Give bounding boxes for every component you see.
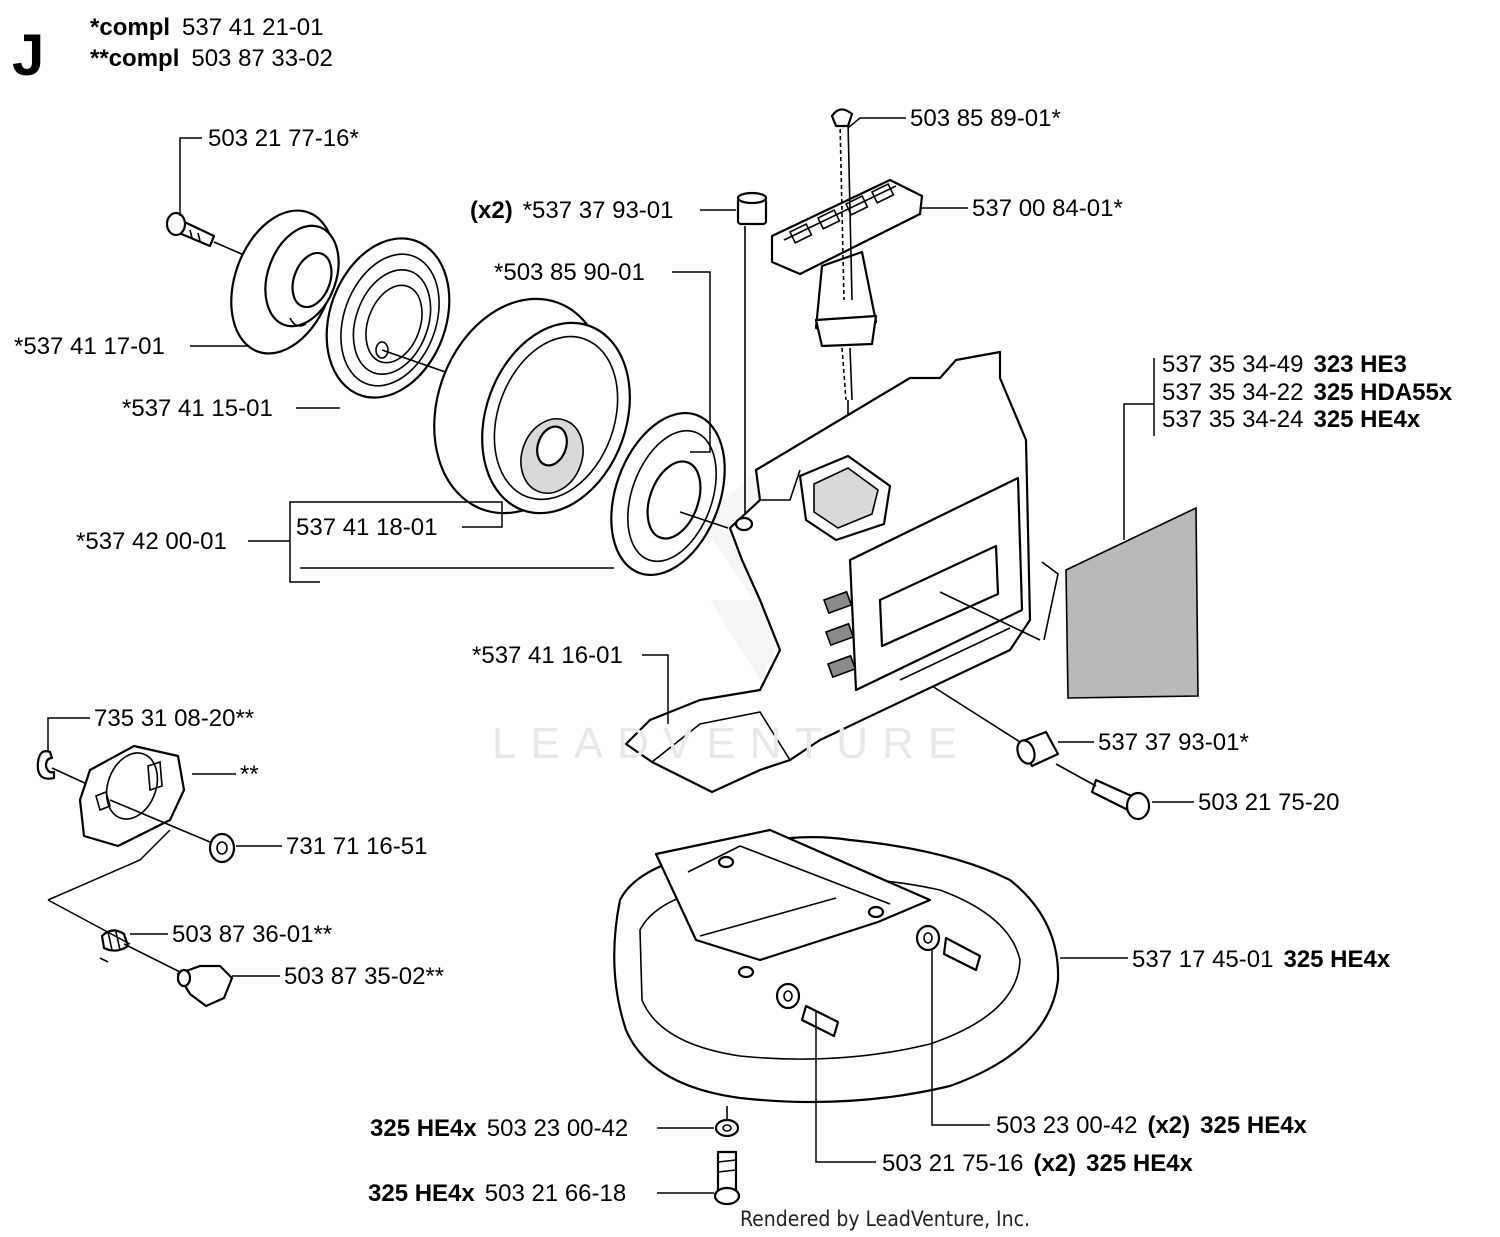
spacer-part [1016,730,1060,768]
washer-ring-part [610,411,726,577]
callout-503-87-35-02: 503 87 35-02** [284,963,444,990]
washer-right-part [915,924,982,972]
part-number: 503 21 66-18 [485,1180,626,1207]
washer-bottom-part [714,1118,740,1138]
part-number: 503 23 00-42 [487,1115,628,1142]
part-number: 537 35 34-49 [1162,351,1303,378]
pawl-part [176,964,234,1008]
callout-537-35-34-22: 537 35 34-22 325 HDA55x [1162,379,1453,406]
qty-prefix: (x2) [470,197,513,224]
compl-line-1: *compl 537 41 21-01 [90,14,323,41]
section-letter: J [12,23,44,88]
watermark-text: LEADVENTURE [492,719,971,768]
part-number: 503 21 75-16 [882,1150,1023,1177]
callout-503-23-00-42-bottom: 325 HE4x 503 23 00-42 [370,1115,628,1142]
callout-503-85-89-01: 503 85 89-01* [910,105,1061,132]
callout-503-23-00-42-right: 503 23 00-42 (x2) 325 HE4x [996,1112,1308,1139]
rendered-by-footer: Rendered by LeadVenture, Inc. [740,1207,1030,1231]
model-name: 325 HDA55x [1313,379,1452,406]
compl-1-prefix: *compl [90,14,170,41]
model-name: 325 HE4x [1200,1112,1307,1139]
callout-537-41-18-01: 537 41 18-01 [296,514,437,541]
callout-537-41-15-01: *537 41 15-01 [122,395,273,422]
callout-537-37-93-01: 537 37 93-01* [1098,729,1249,756]
bushing-part [736,191,768,226]
model-name: 323 HE3 [1313,351,1406,378]
callout-537-41-16-01: *537 41 16-01 [472,642,623,669]
qty-prefix: (x2) [1147,1112,1190,1139]
callout-double-star: ** [240,761,259,788]
starter-cord-part [830,108,854,401]
part-number: 537 35 34-22 [1162,379,1303,406]
compl-line-2: **compl 503 87 33-02 [90,45,333,72]
washer-left-part [775,982,840,1038]
callout-537-41-17-01: *537 41 17-01 [14,333,165,360]
model-name: 325 HE4x [1283,946,1390,973]
callout-735-31-08-20: 735 31 08-20** [94,705,254,732]
part-number: 537 17 45-01 [1132,946,1273,973]
compl-2-number: 503 87 33-02 [191,45,332,72]
part-number: *537 37 93-01 [523,197,674,224]
callout-503-21-75-20: 503 21 75-20 [1198,789,1339,816]
screw-right-part [1090,778,1151,821]
callout-731-71-16-51: 731 71 16-51 [286,833,427,860]
callout-537-35-34-24: 537 35 34-24 325 HE4x [1162,406,1421,433]
pulley-plate-part [230,209,340,355]
model-name: 325 HE4x [368,1180,475,1207]
rope-drum-part [433,297,631,515]
qty-prefix: (x2) [1033,1150,1076,1177]
model-name: 325 HE4x [370,1115,477,1142]
starter-handle-part [770,178,924,348]
callout-503-21-66-18: 325 HE4x 503 21 66-18 [368,1180,626,1207]
compl-2-prefix: **compl [90,45,179,72]
nut-part [208,832,236,864]
model-name: 325 HE4x [1313,406,1420,433]
screw-bottom-part [713,1150,741,1206]
callout-503-21-75-16: 503 21 75-16 (x2) 325 HE4x [882,1150,1194,1177]
callout-503-21-77-16: 503 21 77-16* [208,125,359,152]
callout-537-00-84-01: 537 00 84-01* [972,195,1123,222]
callout-503-87-36-01: 503 87 36-01** [172,921,332,948]
compl-1-number: 537 41 21-01 [182,14,323,41]
recoil-spring-part [325,237,451,399]
callout-503-85-90-01: *503 85 90-01 [494,259,645,286]
part-number: 537 35 34-24 [1162,406,1303,433]
part-number: 503 23 00-42 [996,1112,1137,1139]
label-sticker-part [1041,506,1199,699]
screw-part [165,211,216,248]
model-name: 325 HE4x [1086,1150,1193,1177]
callout-537-42-00-01: *537 42 00-01 [76,528,227,555]
starter-housing-part [624,350,1032,794]
circlip-part [36,750,56,780]
callout-537-35-34-49: 537 35 34-49 323 HE3 [1162,351,1407,378]
callout-537-37-93-01-x2: (x2) *537 37 93-01 [470,197,673,224]
support-plate-part [613,828,1060,1104]
callout-537-17-45-01: 537 17 45-01 325 HE4x [1132,946,1391,973]
